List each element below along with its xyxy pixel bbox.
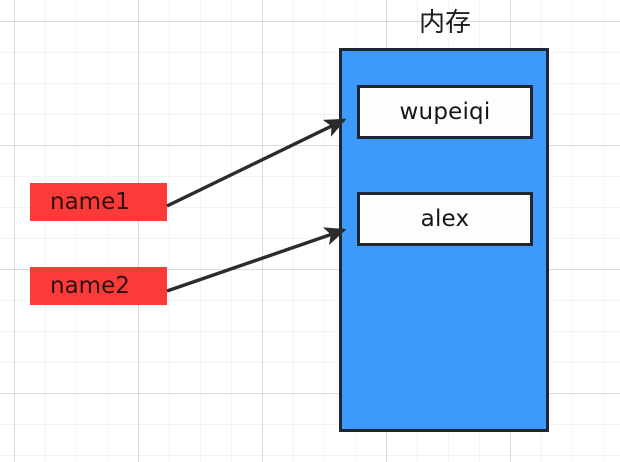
memory-value-box-wupeiqi: wupeiqi xyxy=(357,85,533,139)
arrow-name1-to-wupeiqi xyxy=(166,118,347,208)
memory-value-label: alex xyxy=(420,206,470,232)
variable-label: name1 xyxy=(50,189,130,215)
memory-value-box-alex: alex xyxy=(357,192,533,246)
variable-box-name2: name2 xyxy=(30,267,167,305)
diagram-title: 内存 xyxy=(418,8,471,38)
arrow-name2-to-alex xyxy=(166,227,347,293)
variable-label: name2 xyxy=(50,273,130,299)
memory-value-label: wupeiqi xyxy=(399,99,491,125)
variable-box-name1: name1 xyxy=(30,183,167,221)
